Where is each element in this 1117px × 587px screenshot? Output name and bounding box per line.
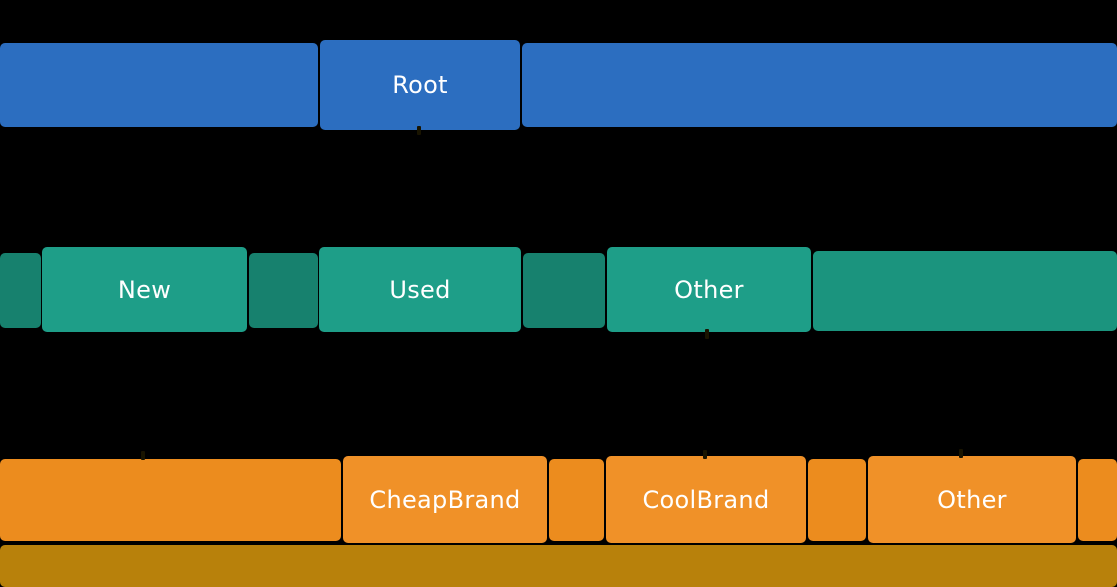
node-level1-dim-a[interactable]	[0, 253, 41, 328]
node-level2-dim-b[interactable]	[549, 459, 604, 541]
node-level1-dim-b[interactable]	[249, 253, 318, 328]
node-root[interactable]: Root	[320, 40, 520, 130]
node-level1-medium[interactable]	[813, 251, 1117, 331]
tick-below-root	[417, 126, 421, 135]
node-level2-dim-d[interactable]	[1078, 459, 1117, 541]
node-level3-band[interactable]	[0, 545, 1117, 587]
node-other-level1[interactable]: Other	[607, 247, 811, 332]
node-root-label: Root	[392, 71, 448, 99]
node-level0-left[interactable]	[0, 43, 318, 127]
node-used[interactable]: Used	[319, 247, 521, 332]
node-other-level2[interactable]: Other	[868, 456, 1076, 543]
node-level2-dim-a[interactable]	[0, 459, 341, 541]
tick-above-coolbrand	[703, 450, 707, 459]
tick-above-other-orange	[959, 449, 963, 458]
node-new[interactable]: New	[42, 247, 247, 332]
node-level1-dim-c[interactable]	[523, 253, 605, 328]
node-level0-right[interactable]	[522, 43, 1117, 127]
node-other-level2-label: Other	[937, 485, 1007, 514]
node-cheapbrand-label: CheapBrand	[369, 485, 521, 514]
node-used-label: Used	[389, 275, 451, 304]
node-cheapbrand[interactable]: CheapBrand	[343, 456, 547, 543]
node-coolbrand-label: CoolBrand	[642, 485, 770, 514]
node-other-level1-label: Other	[674, 275, 744, 304]
tick-above-orange-left	[141, 451, 145, 460]
node-coolbrand[interactable]: CoolBrand	[606, 456, 806, 543]
tick-below-other-teal	[705, 329, 709, 339]
node-new-label: New	[117, 275, 172, 304]
node-level2-dim-c[interactable]	[808, 459, 866, 541]
